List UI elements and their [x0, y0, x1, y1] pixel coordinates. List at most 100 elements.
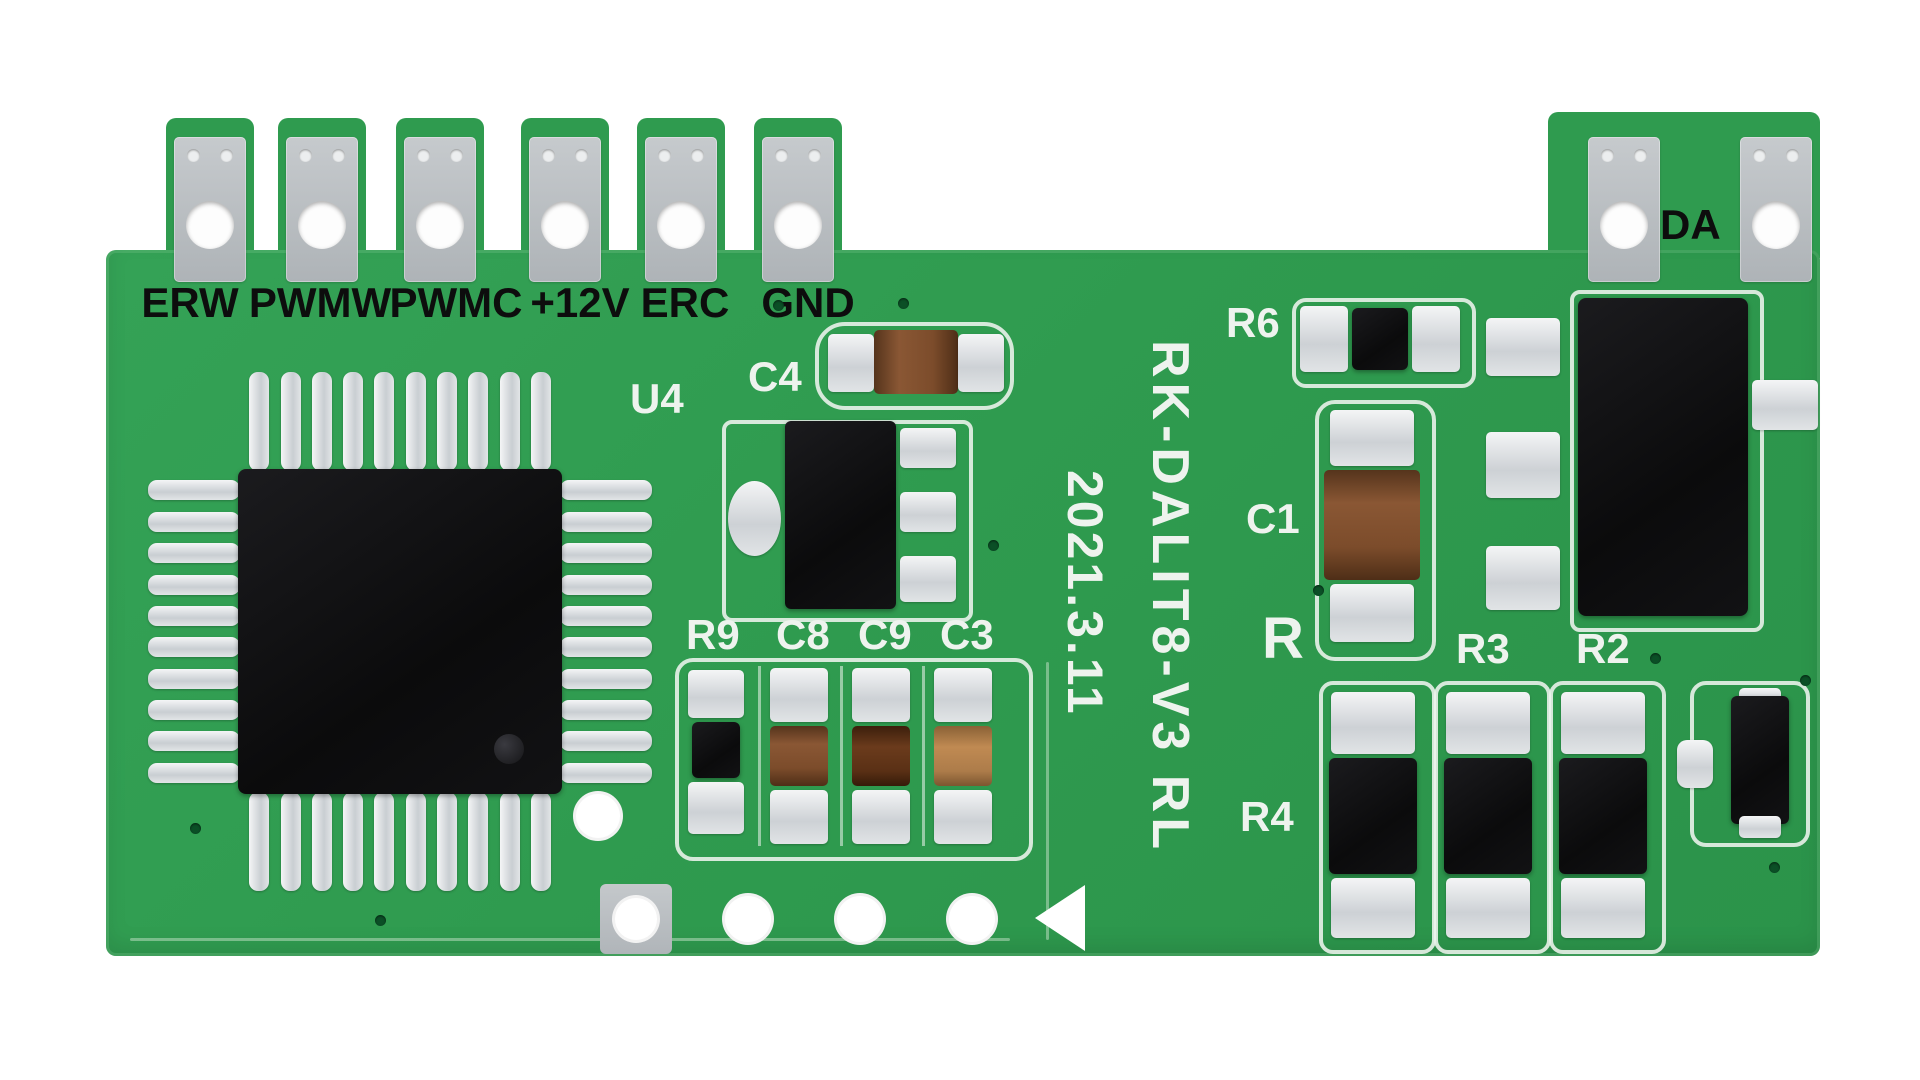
- c9-end-cap: [852, 790, 910, 844]
- connector-pad-da: [1740, 137, 1812, 282]
- mcu-pin: [148, 699, 240, 720]
- mcu-pin: [311, 372, 332, 471]
- r9-label: R9: [686, 611, 740, 658]
- mcu-pin: [560, 605, 652, 626]
- mcu-pin: [249, 372, 270, 471]
- mcu-pin: [374, 372, 395, 471]
- r3-pad: [1446, 692, 1530, 754]
- mcu-pin: [499, 792, 520, 891]
- mcu-pin1-marker: [494, 734, 524, 764]
- c4-silkscreen-outline: [815, 322, 1014, 410]
- mcu-pin: [148, 480, 240, 501]
- c8-end-cap: [770, 668, 828, 722]
- via-dot: [190, 823, 201, 834]
- r2-silkscreen-outline: [1549, 681, 1666, 954]
- connector-label-12v: +12V: [530, 279, 630, 326]
- r9-pad: [688, 782, 744, 834]
- dpak-silkscreen-outline: [1570, 290, 1764, 632]
- mount-hole: [298, 201, 346, 249]
- mcu-pin: [249, 792, 270, 891]
- mcu-pin: [405, 372, 426, 471]
- silkscreen-divider: [922, 666, 925, 846]
- mcu-pin: [560, 762, 652, 783]
- r2-chip: [1559, 758, 1647, 874]
- mount-hole: [541, 201, 589, 249]
- arrow-marker: [1035, 885, 1085, 951]
- connector-label-da: DA: [1660, 201, 1721, 248]
- pin-hole: [658, 149, 671, 162]
- mount-hole: [186, 201, 234, 249]
- mcu-pin: [530, 792, 551, 891]
- via-dot: [773, 300, 784, 311]
- pin-hole: [575, 149, 588, 162]
- c4-body: [874, 330, 958, 394]
- u4-lead-pad: [900, 492, 956, 532]
- mcu-pin: [148, 668, 240, 689]
- mcu-pin: [560, 480, 652, 501]
- mcu-pin: [148, 637, 240, 658]
- mcu-pin: [560, 731, 652, 752]
- connector-label-erc: ERC: [640, 279, 730, 326]
- pin-hole: [1786, 149, 1799, 162]
- r-label: R: [1262, 606, 1304, 671]
- pin-hole: [450, 149, 463, 162]
- mount-hole: [416, 201, 464, 249]
- c4-label: C4: [748, 353, 802, 400]
- dpak-lead-pad: [1486, 318, 1560, 376]
- r6-label: R6: [1226, 299, 1280, 346]
- via-hole: [834, 893, 886, 945]
- c4-end-cap: [958, 334, 1004, 392]
- silkscreen-divider: [840, 666, 843, 846]
- mcu-pin: [560, 699, 652, 720]
- dpak-lead-pad: [1486, 546, 1560, 610]
- via-dot: [1769, 862, 1780, 873]
- r2-pad: [1561, 878, 1645, 938]
- mcu-pin: [374, 792, 395, 891]
- pin-hole: [299, 149, 312, 162]
- board-date-vertical: 2021.3.11: [1057, 470, 1113, 717]
- mcu-pin: [343, 372, 364, 471]
- connector-label-gnd: GND: [761, 279, 855, 326]
- mcu-pin: [148, 762, 240, 783]
- connector-pad: [762, 137, 834, 282]
- u4-chip: [785, 421, 896, 609]
- mcu-pin: [560, 668, 652, 689]
- c1-end-cap: [1330, 410, 1414, 466]
- connector-pad: [529, 137, 601, 282]
- pin-hole: [417, 149, 430, 162]
- c9-body: [852, 726, 910, 786]
- mount-hole: [1752, 201, 1800, 249]
- mcu-pin: [560, 574, 652, 595]
- pin-hole: [808, 149, 821, 162]
- q1-pad: [1677, 740, 1713, 788]
- mcu-pin: [148, 605, 240, 626]
- silkscreen-divider: [758, 666, 761, 846]
- mcu-pin: [436, 792, 457, 891]
- r6-silkscreen-outline: [1292, 298, 1476, 388]
- pin-hole: [220, 149, 233, 162]
- via-hole: [722, 893, 774, 945]
- mount-hole: [657, 201, 705, 249]
- mcu-pins-bottom: [238, 792, 562, 891]
- mcu-pin: [405, 792, 426, 891]
- board-name-vertical: RK-DALIT8-V3 RL: [1141, 340, 1199, 855]
- connector-pad-da: [1588, 137, 1660, 282]
- c9-label: C9: [858, 611, 912, 658]
- via-dot: [375, 915, 386, 926]
- pin-hole: [1634, 149, 1647, 162]
- mcu-pins-left: [148, 469, 240, 794]
- mcu-pin: [468, 792, 489, 891]
- dpak-tab-pad: [1752, 380, 1818, 430]
- connector-pad: [174, 137, 246, 282]
- silkscreen-trace: [130, 938, 1010, 941]
- mcu-pin: [560, 511, 652, 532]
- pin-hole: [1753, 149, 1766, 162]
- mcu-pin: [499, 372, 520, 471]
- r4-pad: [1331, 878, 1415, 938]
- c9-end-cap: [852, 668, 910, 722]
- c4-end-cap: [828, 334, 874, 392]
- mcu-pin: [436, 372, 457, 471]
- c8-label: C8: [776, 611, 830, 658]
- c8-end-cap: [770, 790, 828, 844]
- connector-label-pwmc: PWMC: [389, 279, 523, 326]
